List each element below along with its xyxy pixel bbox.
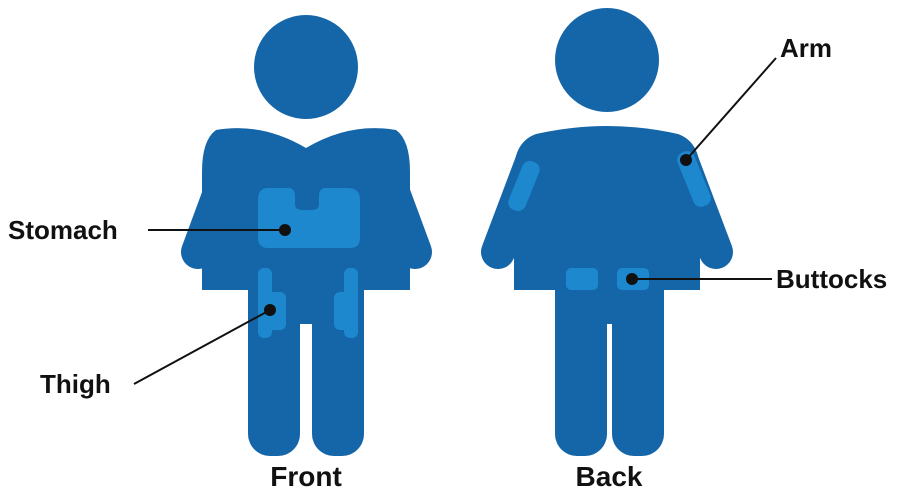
arm-label: Arm <box>780 33 832 63</box>
thigh-site-right-inner <box>334 292 354 330</box>
arm-marker-dot <box>680 154 692 166</box>
thigh-callout: Thigh <box>40 304 276 399</box>
buttocks-site-left <box>566 268 598 290</box>
arm-callout: Arm <box>680 33 832 166</box>
stomach-label: Stomach <box>8 215 118 245</box>
buttocks-marker-dot <box>626 273 638 285</box>
stomach-marker-dot <box>279 224 291 236</box>
thigh-marker-dot <box>264 304 276 316</box>
thigh-label: Thigh <box>40 369 111 399</box>
arm-leader-line <box>686 58 776 160</box>
back-head <box>555 8 659 112</box>
front-head <box>254 15 358 119</box>
back-caption: Back <box>576 461 643 492</box>
back-silhouette <box>498 8 716 456</box>
front-caption: Front <box>270 461 342 492</box>
back-figure <box>498 8 716 456</box>
buttocks-label: Buttocks <box>776 264 887 294</box>
front-figure <box>198 15 415 456</box>
